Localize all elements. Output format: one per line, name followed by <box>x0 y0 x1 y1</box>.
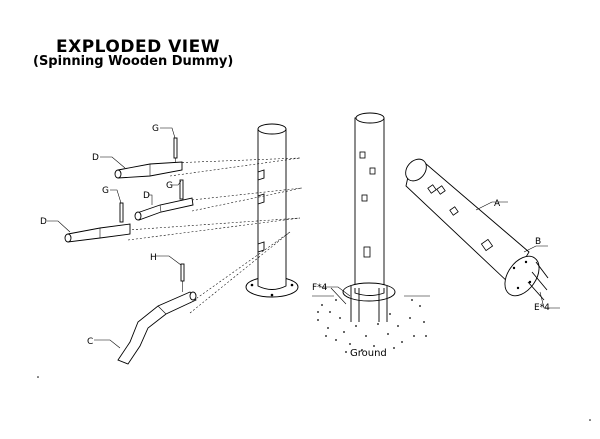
left-pole-top <box>257 123 287 135</box>
label-G-lower: G <box>102 186 109 196</box>
ground-hatch <box>317 299 427 353</box>
assembly-guide-lines <box>127 157 303 314</box>
label-A: A <box>494 199 501 209</box>
left-pole-bolt-hole <box>290 283 294 287</box>
left-pole-bolt-hole <box>270 293 274 297</box>
middle-arm <box>134 179 194 221</box>
middle-pole <box>312 112 430 353</box>
upper-arm <box>100 127 183 179</box>
label-ground: Ground <box>350 348 387 359</box>
left-pole <box>245 123 299 298</box>
left-pole-bolt-hole <box>250 283 254 287</box>
right-pole <box>405 158 560 309</box>
diagram-subtitle: (Spinning Wooden Dummy) <box>33 54 234 69</box>
left-pole-slot <box>257 241 265 253</box>
diagram-title: EXPLODED VIEW <box>56 37 220 57</box>
label-D-middle: D <box>143 191 150 201</box>
label-E: E*4 <box>534 303 550 313</box>
label-G-upper: G <box>152 124 159 134</box>
left-pole-slot <box>257 169 265 181</box>
label-H: H <box>150 253 157 263</box>
label-C: C <box>87 337 93 347</box>
label-D-lower: D <box>40 217 47 227</box>
label-F: F*4 <box>312 283 328 293</box>
left-pole-body <box>257 128 287 290</box>
label-B: B <box>535 237 541 247</box>
lower-arm <box>47 189 131 243</box>
label-D-upper: D <box>92 153 99 163</box>
label-G-middle: G <box>166 181 173 191</box>
left-pole-slot <box>257 193 265 205</box>
leg-arm <box>94 255 197 365</box>
